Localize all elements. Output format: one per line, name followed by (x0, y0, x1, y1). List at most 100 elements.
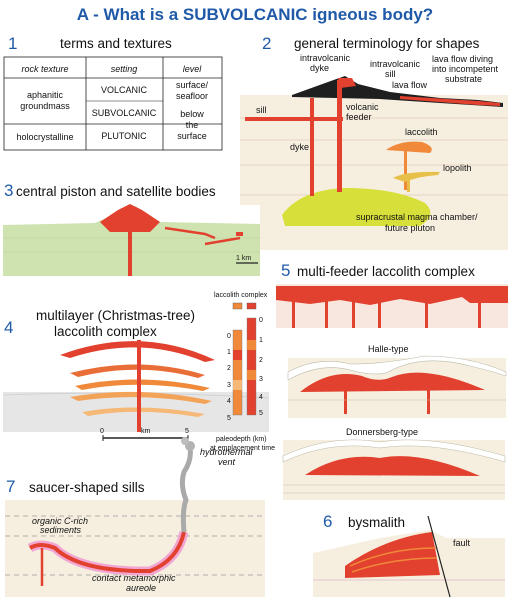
depth-left-1: 1 (227, 349, 231, 356)
panel4-number: 4 (4, 318, 13, 337)
dyke (310, 98, 314, 196)
laccolith-layer-4 (70, 391, 212, 404)
sill (245, 117, 343, 121)
laccolith-layer-1 (60, 341, 215, 362)
label-chamber-2: future pluton (385, 223, 435, 233)
label-intravolcanic-sill-1: intravolcanic (370, 59, 421, 69)
panel7-heading: saucer-shaped sills (29, 480, 145, 495)
km-tick-5: 5 (185, 428, 189, 435)
level-surface-2: surface (177, 131, 207, 141)
depth-column-a (232, 329, 243, 416)
label-lava-diving-1: lava flow diving (432, 54, 493, 64)
setting-subvolcanic: SUBVOLCANIC (92, 108, 157, 118)
main-title: A - What is a SUBVOLCANIC igneous body? (77, 5, 433, 24)
laccolith-layer-2 (70, 364, 205, 378)
depth-left-2: 2 (227, 365, 231, 372)
col-rock-texture: rock texture (21, 64, 68, 74)
laccolith (386, 141, 432, 153)
label-lava-diving-3: substrate (445, 74, 482, 84)
saucer-sill (28, 531, 186, 574)
label-sill: sill (256, 105, 267, 115)
label-laccolith: laccolith (405, 127, 438, 137)
panel2-figure: intravolcanic dyke intravolcanic sill la… (240, 53, 508, 250)
depth-right-2: 2 (259, 357, 263, 364)
level-surface: surface/ (176, 80, 209, 90)
panel1-heading: terms and textures (60, 36, 172, 51)
vent-label-2: vent (218, 457, 236, 467)
col-setting: setting (111, 64, 138, 74)
label-lopolith: lopolith (443, 163, 472, 173)
legend-title: laccolith complex (214, 292, 268, 299)
texture-holocrystalline: holocrystalline (16, 132, 73, 142)
panel5-heading: multi-feeder laccolith complex (297, 264, 475, 279)
label-intravolcanic-sill-2: sill (385, 69, 396, 79)
depth-right-1: 1 (259, 337, 263, 344)
panel2-number: 2 (262, 34, 271, 53)
level-below: below (180, 109, 204, 119)
laccolith-layer-3 (75, 379, 210, 391)
depth-left-0: 0 (227, 333, 231, 340)
panel3-scale: 1 km (236, 255, 251, 262)
col-level: level (183, 64, 203, 74)
magma-chamber (282, 188, 431, 226)
panel4-feeder (137, 340, 141, 432)
km-tick-label: km (141, 428, 151, 435)
panel5-figure: Halle-type Donnersberg-type (276, 284, 508, 500)
central-piston (100, 204, 160, 232)
panel4-crust (3, 392, 269, 432)
donnersberg-label: Donnersberg-type (346, 427, 418, 437)
panel4-heading-2: laccolith complex (54, 324, 157, 339)
panel2-heading: general terminology for shapes (294, 36, 480, 51)
depth-column-b (246, 317, 257, 416)
depth-right-4: 4 (259, 394, 263, 401)
label-volcanic-feeder-1: volcanic (346, 102, 379, 112)
terms-table: rock texture setting level aphanitic gro… (3, 56, 223, 151)
level-the: the (186, 120, 199, 130)
panel4-heading-1: multilayer (Christmas-tree) (36, 308, 195, 323)
texture-groundmass: groundmass (20, 101, 70, 111)
panel6-figure: fault (313, 515, 505, 598)
fault-line (427, 515, 451, 598)
halle-label: Halle-type (368, 344, 409, 354)
panel7-figure: hydrothermal vent organic C-rich sedimen… (5, 437, 265, 597)
panel1-number: 1 (8, 34, 17, 53)
laccolith-layer-5 (82, 407, 205, 417)
setting-plutonic: PLUTONIC (101, 131, 147, 141)
organic-label-1: organic C-rich (32, 516, 88, 526)
hydrothermal-vent (179, 447, 193, 533)
label-lava-diving-2: into incompetent (432, 64, 499, 74)
panel4-figure: laccolith complex 0 1 2 3 4 5 0 1 2 3 4 … (2, 292, 275, 452)
vent-label-1: hydrothermal (200, 447, 254, 457)
depth-left-3: 3 (227, 382, 231, 389)
depth-right-3: 3 (259, 376, 263, 383)
legend-swatch-b (246, 302, 257, 310)
label-lava-flow: lava flow (392, 80, 428, 90)
organic-label-2: sediments (40, 525, 82, 535)
label-intravolcanic-dyke-1: intravolcanic (300, 53, 351, 63)
panel3-heading: central piston and satellite bodies (16, 184, 216, 199)
label-volcanic-feeder-2: feeder (346, 112, 372, 122)
lopolith (393, 171, 440, 182)
depth-left-5: 5 (227, 415, 231, 422)
label-intravolcanic-dyke-2: dyke (310, 63, 329, 73)
legend-swatch-a (232, 302, 243, 310)
label-dyke: dyke (290, 142, 309, 152)
volcanic-feeder (337, 80, 342, 192)
depth-caption-1: paleodepth (km) (216, 436, 267, 443)
panel6-heading: bysmalith (348, 515, 405, 530)
panel5-number: 5 (281, 261, 290, 280)
depth-left-4: 4 (227, 398, 231, 405)
panel3-figure: 1 km (3, 204, 260, 276)
setting-volcanic: VOLCANIC (101, 85, 148, 95)
aureole-label-1: contact metamorphic (92, 573, 176, 583)
depth-caption-2: at emplacement time (210, 445, 275, 452)
panel6-number: 6 (323, 512, 332, 531)
depth-right-5: 5 (259, 410, 263, 417)
halle-laccolith (300, 372, 485, 392)
level-seafloor: seafloor (176, 91, 208, 101)
label-chamber-1: supracrustal magma chamber/ (356, 212, 478, 222)
panel3-number: 3 (4, 181, 13, 200)
km-tick-0: 0 (100, 428, 104, 435)
texture-aphanitic: aphanitic (27, 90, 64, 100)
